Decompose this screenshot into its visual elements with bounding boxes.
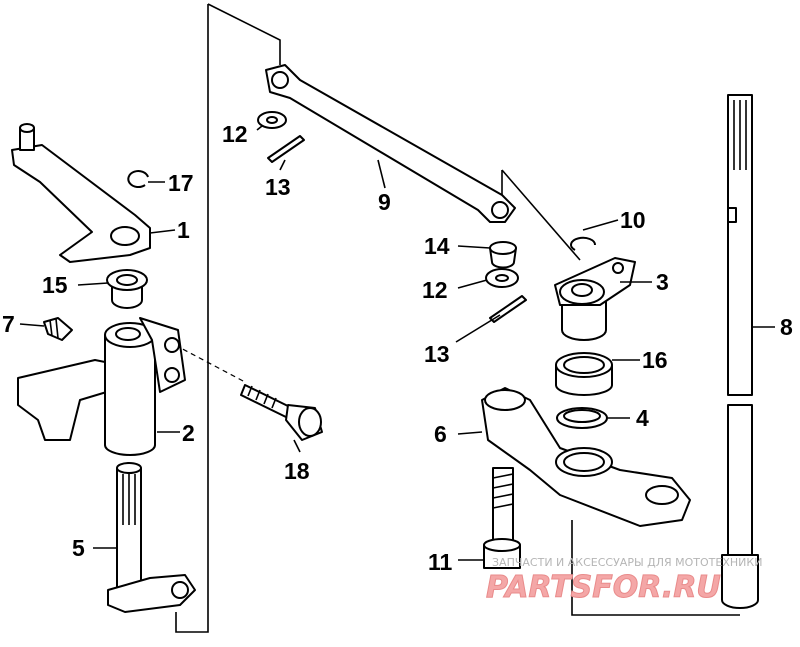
part-5-shift-shaft <box>107 462 196 613</box>
part-6-bracket <box>481 387 691 527</box>
part-16-bushing <box>555 352 613 396</box>
label-part-17: 17 <box>168 170 194 196</box>
watermark: ЗАПЧАСТИ И АКСЕССУАРЫ ДЛЯ МОТОТЕХНИКИ PA… <box>486 556 763 606</box>
part-11-bolt <box>483 467 521 569</box>
label-part-12-mid: 12 <box>422 277 448 303</box>
label-part-9: 9 <box>378 189 391 215</box>
label-part-13-top: 13 <box>265 174 291 200</box>
part-13-cotter-pin-top <box>267 135 305 163</box>
watermark-logo: PARTSFOR.RU <box>486 570 721 605</box>
part-12-washer-mid <box>485 268 519 288</box>
part-9-linkage-rod <box>265 64 516 223</box>
part-7-grease-nipple <box>43 317 73 341</box>
part-8-long-shaft <box>721 94 759 609</box>
watermark-caption: ЗАПЧАСТИ И АКСЕССУАРЫ ДЛЯ МОТОТЕХНИКИ <box>492 556 762 569</box>
label-part-16: 16 <box>642 347 668 373</box>
label-part-8: 8 <box>780 314 793 340</box>
label-part-2: 2 <box>182 420 195 446</box>
label-part-13-mid: 13 <box>424 341 450 367</box>
label-part-4: 4 <box>636 405 649 431</box>
part-12-washer-top <box>257 111 287 129</box>
part-labels: 1 2 3 4 5 6 7 8 9 10 11 12 12 13 13 14 1… <box>2 121 793 575</box>
part-15-bushing <box>106 269 148 309</box>
label-part-5: 5 <box>72 535 85 561</box>
label-part-12-top: 12 <box>222 121 248 147</box>
label-part-14: 14 <box>424 233 450 259</box>
part-4-ring <box>556 407 608 429</box>
label-part-10: 10 <box>620 207 646 233</box>
leader-lines <box>19 125 775 561</box>
label-part-7: 7 <box>2 311 15 337</box>
part-10-clip <box>570 236 597 251</box>
part-1-shift-arm <box>11 123 151 263</box>
label-part-11: 11 <box>428 549 453 575</box>
part-2-pivot-housing <box>17 317 186 456</box>
label-part-3: 3 <box>656 269 669 295</box>
part-3-lever <box>554 257 636 341</box>
label-part-18: 18 <box>284 458 310 484</box>
part-17-clip <box>127 170 149 189</box>
frame-lines <box>174 3 740 633</box>
part-18-bolt <box>240 384 323 441</box>
part-14-collar <box>489 241 517 269</box>
label-part-15: 15 <box>42 272 68 298</box>
label-part-1: 1 <box>177 217 190 243</box>
label-part-6: 6 <box>434 421 447 447</box>
